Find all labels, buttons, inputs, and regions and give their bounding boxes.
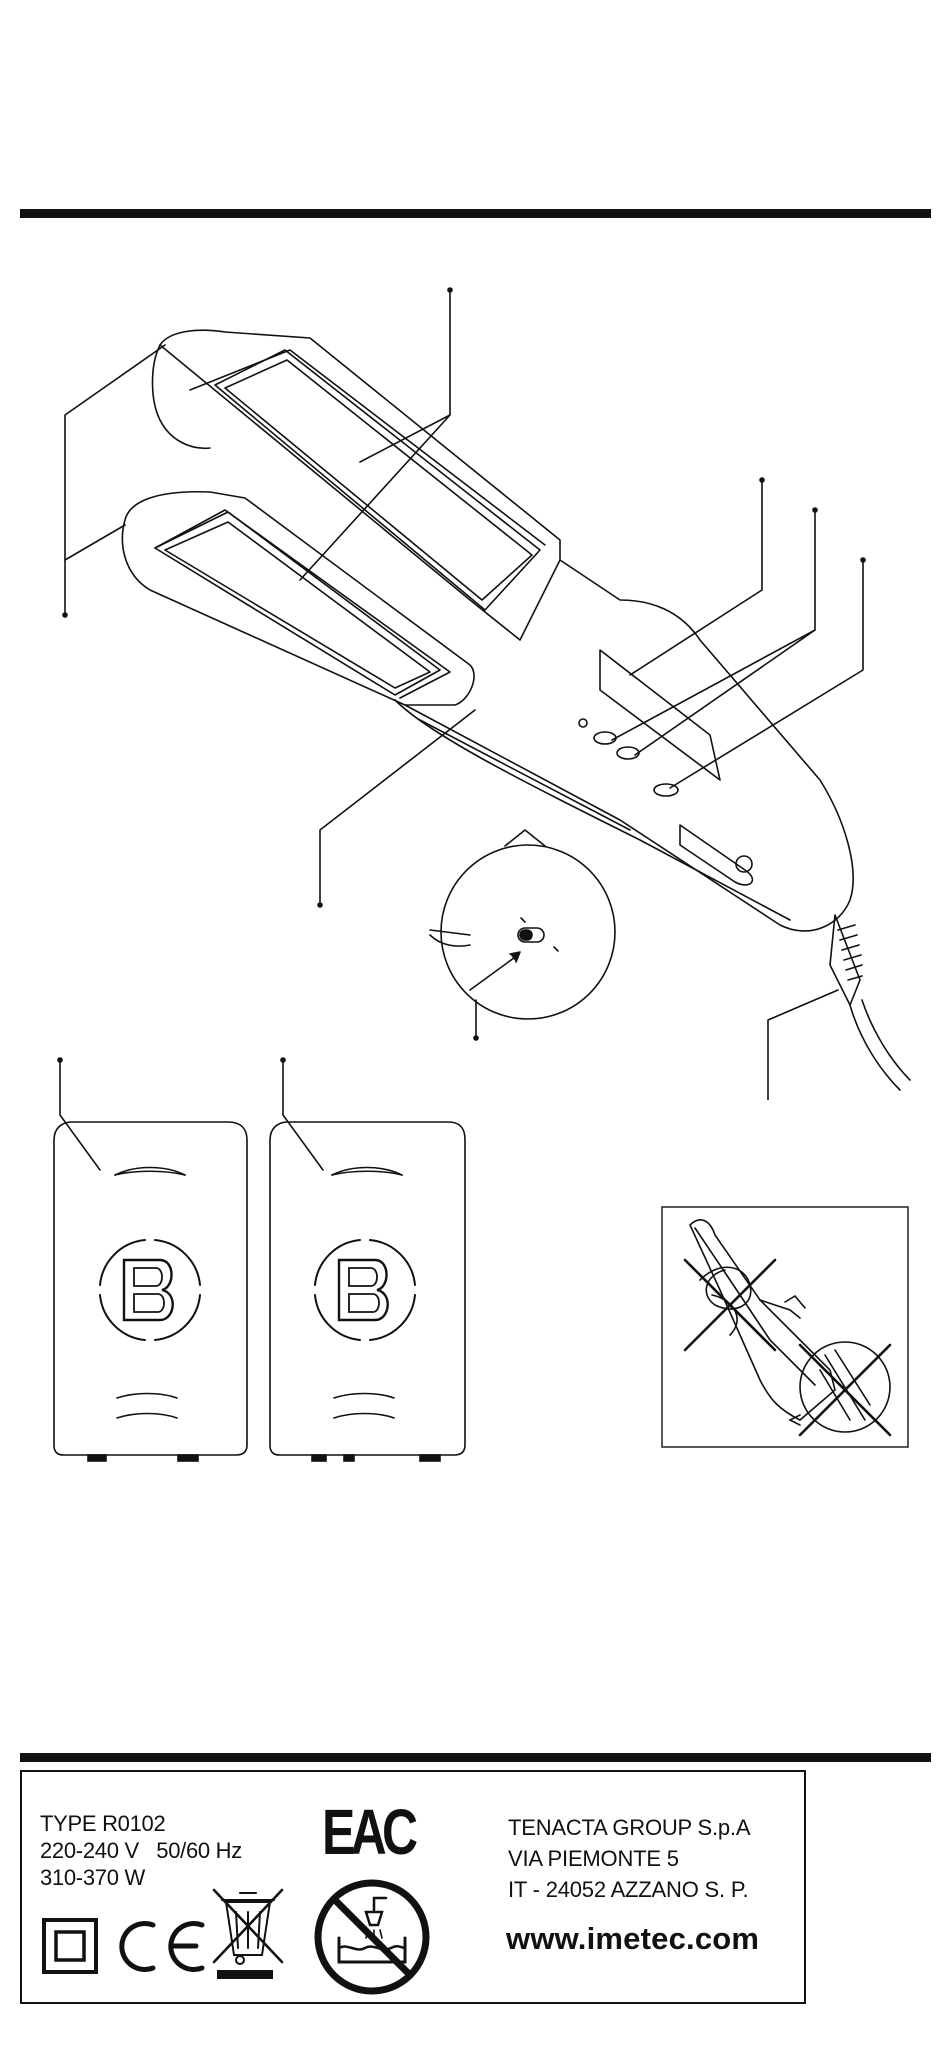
- website-link[interactable]: www.imetec.com: [506, 1921, 759, 1957]
- company-city: IT - 24052 AZZANO S. P.: [508, 1874, 748, 1905]
- class-ii-double-insulation-icon: [44, 1920, 96, 1972]
- weee-crossed-bin-icon: [214, 1890, 282, 1979]
- company-street: VIA PIEMONTE 5: [508, 1843, 679, 1874]
- no-water-immersion-icon: [318, 1883, 426, 1991]
- eac-mark-icon: EAC: [322, 1800, 413, 1864]
- ce-mark-icon: [122, 1923, 202, 1969]
- company-name: TENACTA GROUP S.p.A: [508, 1812, 750, 1843]
